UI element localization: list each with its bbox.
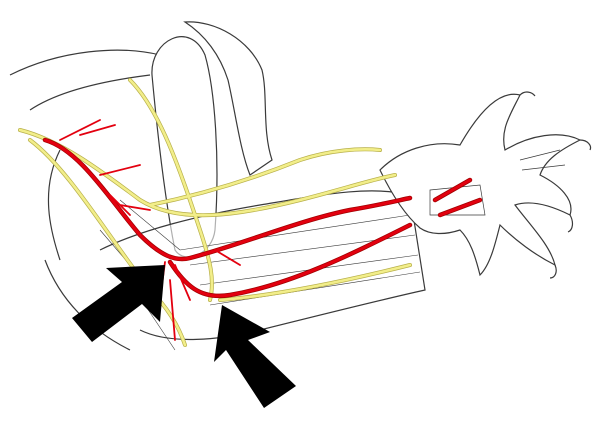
- arteries: [42, 119, 483, 341]
- lower-arrow: [214, 305, 296, 408]
- paw-detail: [429, 149, 566, 216]
- body-outline: [9, 49, 161, 351]
- scapula-edge: [183, 21, 273, 176]
- forearm-outline: [99, 190, 426, 341]
- arrows: [72, 265, 296, 408]
- limb-outlines: [9, 21, 592, 351]
- upper-arrow: [72, 265, 165, 342]
- nerves: [18, 78, 412, 347]
- claw: [519, 91, 592, 279]
- paw-outline: [379, 93, 582, 277]
